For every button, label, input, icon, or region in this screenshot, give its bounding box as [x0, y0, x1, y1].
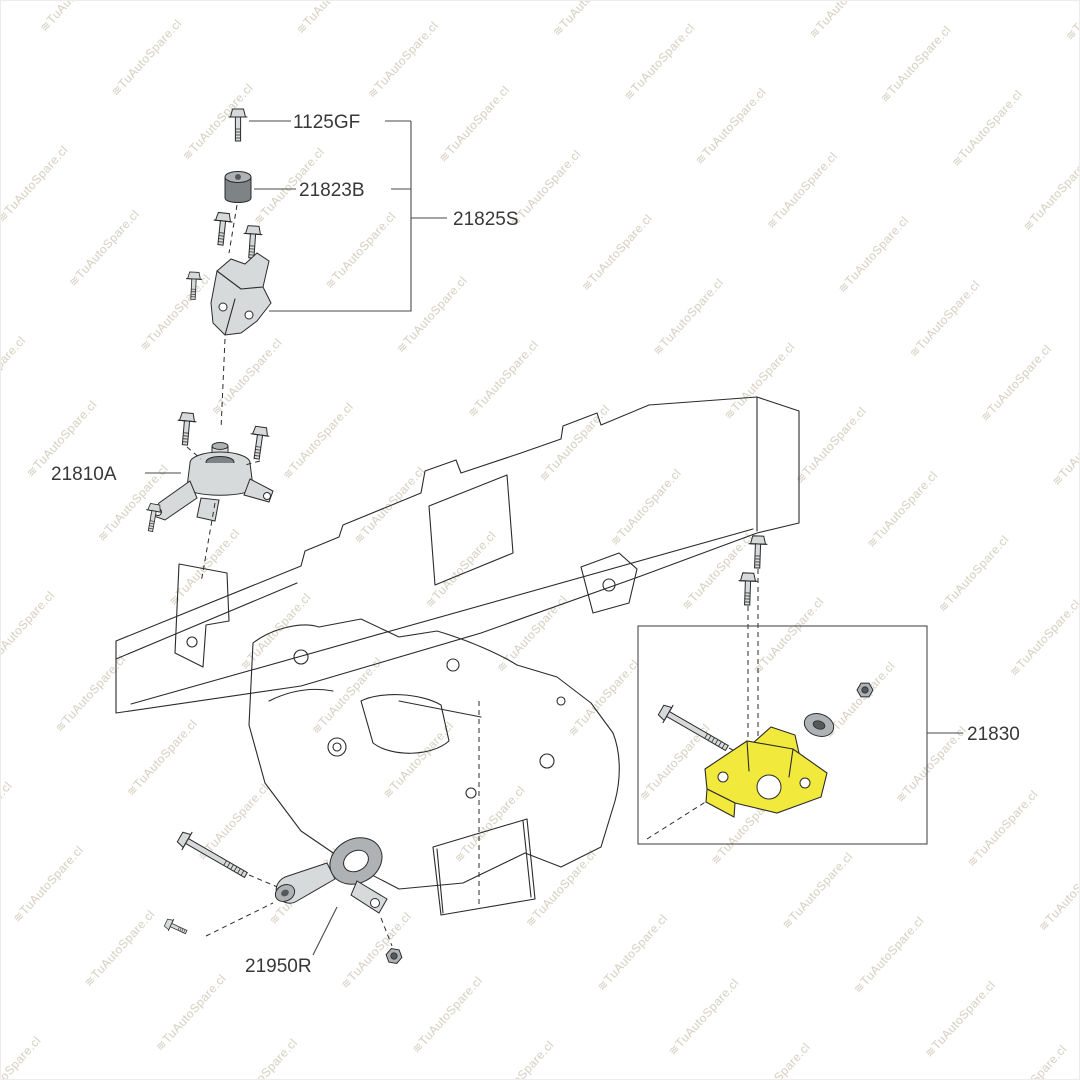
assembly-dashed-2 — [220, 338, 226, 430]
end-plate-edge-2 — [522, 820, 532, 898]
engine-mount-drawing — [150, 442, 274, 522]
engine-mount-21810a-group — [142, 411, 274, 584]
part-label-21825s: 21825S — [453, 209, 519, 230]
tm-bushing-drawing — [803, 713, 835, 737]
mounting-bracket-hole — [602, 578, 616, 592]
side-member-fold-line — [115, 582, 298, 660]
tm-bracket-highlighted — [704, 726, 828, 818]
crossmember-hole-1 — [293, 649, 309, 665]
tm-dashed-4 — [646, 800, 708, 840]
mount-dashed-1 — [186, 446, 202, 460]
part-label-21810a: 21810A — [51, 464, 117, 485]
rs-dashed-2 — [205, 902, 274, 937]
insulator-21823b-drawing — [224, 171, 252, 203]
callouts: 1125GF 21823B 21825S 21810A 21830 21950R — [51, 112, 1020, 977]
support-bracket-drawing — [210, 252, 272, 336]
crossmember-hole-5 — [465, 787, 477, 799]
part-label-1125gf: 1125GF — [293, 112, 360, 133]
callout-bracket-21825s — [269, 121, 447, 312]
transmission-mount-21830-group — [637, 535, 928, 845]
mount-dashed-2 — [244, 460, 261, 466]
rs-dashed-1 — [248, 874, 288, 892]
crossmember-rib-2 — [398, 700, 482, 718]
side-member-outline — [115, 396, 800, 714]
side-member-cutout — [428, 474, 514, 586]
tm-nut — [856, 682, 874, 698]
crossmember-hole-3-inner — [332, 742, 342, 752]
assembly-dashed-1 — [228, 204, 238, 254]
crossmember-hole-6 — [556, 696, 566, 706]
frame-hanger-bracket — [174, 563, 230, 668]
roll-stopper-21950r-group — [162, 827, 404, 965]
end-plate-edge-1 — [436, 848, 444, 914]
crossmember-tunnel — [360, 694, 450, 754]
crossmember-hole-3 — [327, 737, 347, 757]
crossmember-hole-4 — [539, 753, 555, 769]
part-box-21830 — [637, 625, 928, 845]
roll-stopper-drawing — [274, 837, 388, 914]
side-member-lower-fold — [130, 528, 754, 705]
part-label-21830: 21830 — [967, 724, 1020, 745]
mount-dashed-3 — [200, 502, 216, 584]
crossmember-outline — [248, 618, 620, 890]
part-label-21823b: 21823B — [299, 180, 365, 201]
crossmember-hole-2 — [446, 658, 460, 672]
callout-line-21950r — [312, 906, 338, 956]
mounting-bracket-right — [580, 552, 638, 614]
part-label-21950r: 21950R — [245, 956, 312, 977]
hanger-hole — [186, 636, 198, 648]
crossmember-rib-1 — [268, 688, 334, 702]
crossmember-end-plate — [432, 818, 536, 916]
bracket-assembly-21825s-group — [184, 108, 272, 430]
vehicle-frame-drawing — [115, 396, 800, 916]
